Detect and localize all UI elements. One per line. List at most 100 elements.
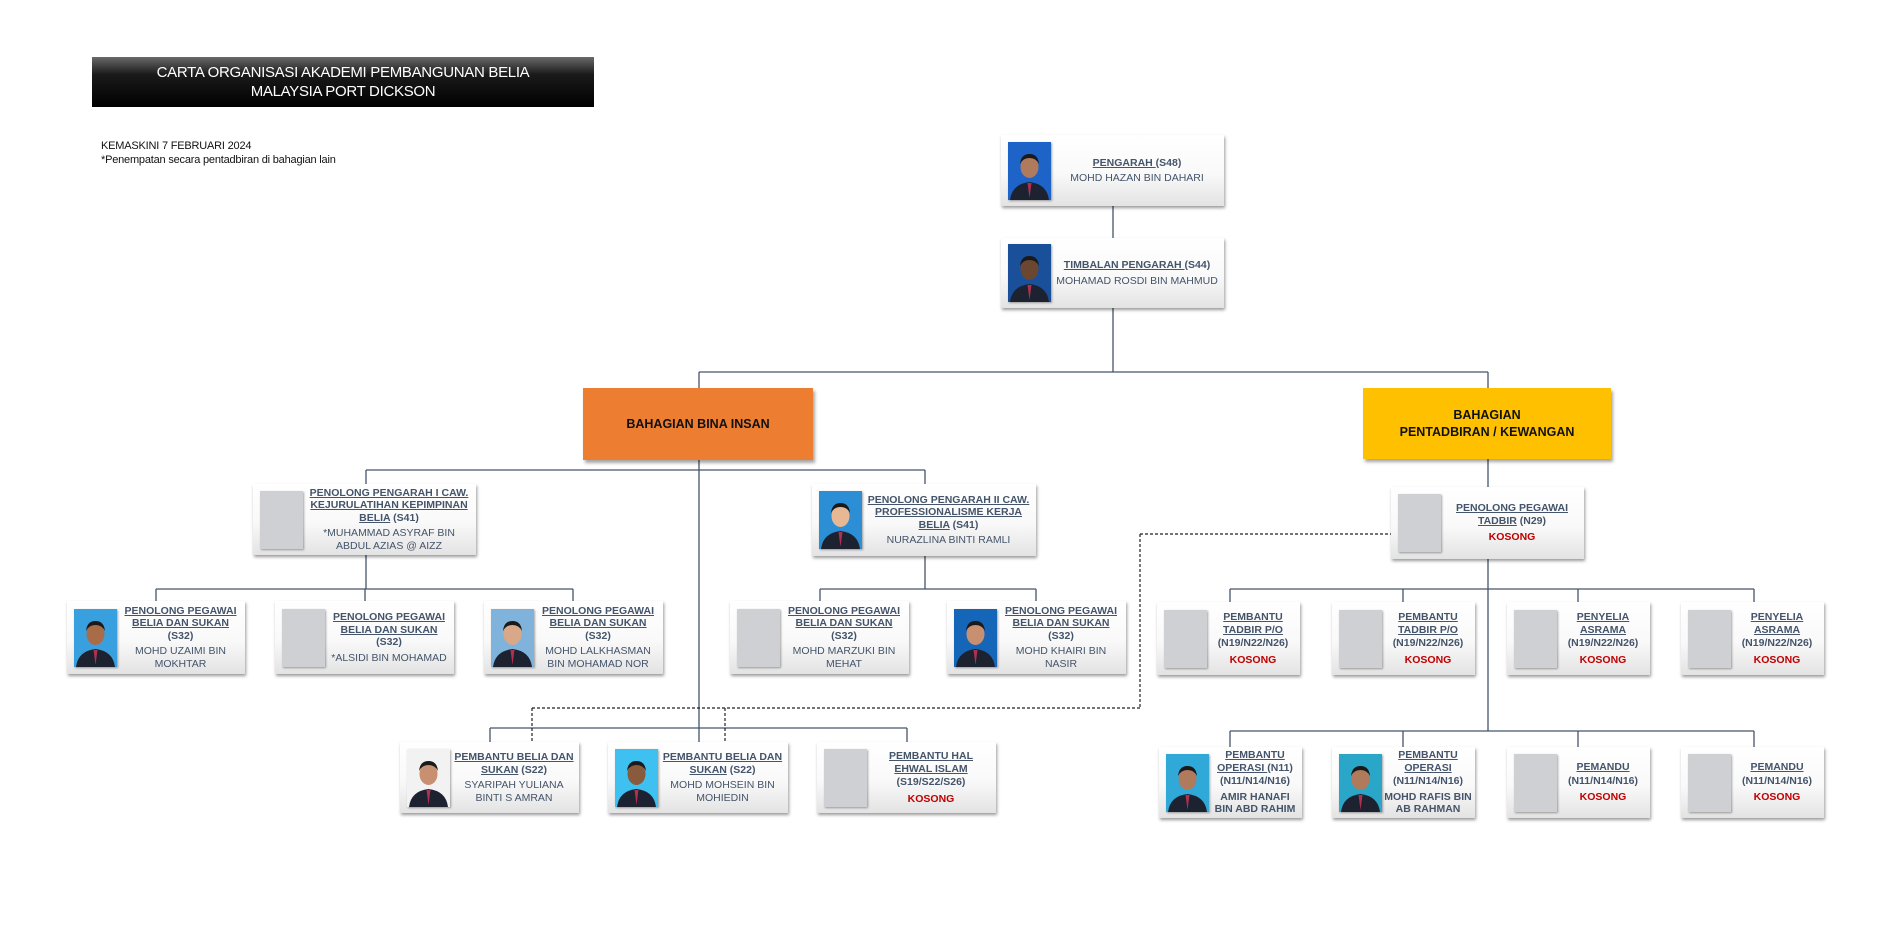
grade-range: (S19/S22/S26) <box>896 776 966 788</box>
position-grade: (N11) <box>1267 761 1293 774</box>
position-title: PENOLONG PEGAWAI BELIA DAN SUKAN (S32) <box>327 611 451 649</box>
position-grade: (S32) <box>167 629 194 642</box>
portrait-photo-icon <box>407 748 450 807</box>
position-title-text: PENYELIA ASRAMA <box>1576 611 1630 636</box>
officer-name: NURAZLINA BINTI RAMLI <box>886 534 1011 546</box>
position-card: PENYELIA ASRAMA(N19/N22/N26) KOSONG <box>1507 602 1650 675</box>
position-grade: (S32) <box>831 629 857 642</box>
position-title: PENOLONG PEGAWAI BELIA DAN SUKAN (S32) <box>782 605 906 643</box>
card-text: PENOLONG PEGAWAI BELIA DAN SUKAN (S32)MO… <box>782 601 906 674</box>
position-title: TIMBALAN PENGARAH (S44) <box>1064 259 1210 272</box>
position-card: PEMBANTU TADBIR P/O(N19/N22/N26)KOSONG <box>1157 602 1300 675</box>
vacant-status: KOSONG <box>907 792 955 805</box>
position-title-text: PENOLONG PEGAWAI BELIA DAN SUKAN <box>124 604 237 630</box>
position-title-text: PEMBANTU BELIA DAN SUKAN <box>454 751 574 776</box>
vacant-status: KOSONG <box>1753 791 1801 804</box>
grade-range: (N11/N14/N16) <box>1219 775 1291 788</box>
chart-title: CARTA ORGANISASI AKADEMI PEMBANGUNAN BEL… <box>92 57 594 107</box>
position-title: PENOLONG PENGARAH I CAW. KEJURULATIHAN K… <box>305 487 473 525</box>
position-card: PENOLONG PEGAWAI BELIA DAN SUKAN (S32) MO… <box>67 601 245 674</box>
photo-placeholder-icon <box>1688 609 1731 668</box>
card-text: PENYELIA ASRAMA(N19/N22/N26) KOSONG <box>1559 602 1647 675</box>
position-title-text: PEMANDU <box>1750 761 1804 774</box>
card-text: PEMBANTU BELIA DAN SUKAN (S22) SYARIPAH Y… <box>452 742 576 813</box>
photo-placeholder-icon <box>737 608 780 667</box>
portrait-photo-icon <box>954 608 997 667</box>
grade-range: (N11/N14/N16) <box>1741 774 1813 787</box>
officer-name: MOHD HAZAN BIN DAHARI <box>1070 172 1204 184</box>
photo-placeholder-icon <box>1514 753 1557 812</box>
portrait-photo-icon <box>74 608 117 667</box>
position-title: PEMBANTU BELIA DAN SUKAN (S22) <box>452 751 576 776</box>
position-title-text: PENOLONG PENGARAH II CAW. PROFESSIONALIS… <box>867 493 1030 531</box>
grade-range: (N11/N14/N16) <box>1392 775 1464 788</box>
position-title-text: PENOLONG PEGAWAI BELIA DAN SUKAN <box>541 604 654 630</box>
grade-range: (N19/N22/N26) <box>1217 637 1289 649</box>
position-card: PENOLONG PEGAWAI BELIA DAN SUKAN (S32)MO… <box>947 601 1126 674</box>
position-card: PEMBANTU HAL EHWAL ISLAM(S19/S22/S26) KOS… <box>817 742 996 813</box>
position-grade: (S22) <box>518 763 547 776</box>
position-title-text: PENOLONG PEGAWAI BELIA DAN SUKAN <box>1004 604 1117 630</box>
card-text: PENOLONG PEGAWAI BELIA DAN SUKAN (S32) MO… <box>119 601 242 674</box>
grade-range: (N11/N14/N16) <box>1567 774 1639 787</box>
chart-title-line2: MALAYSIA PORT DICKSON <box>250 83 436 100</box>
photo-placeholder-icon <box>1514 609 1557 668</box>
card-text: PENOLONG PEGAWAI TADBIR (N29)KOSONG <box>1443 487 1581 559</box>
officer-name: AMIR HANAFI BIN ABD RAHIM <box>1214 790 1296 816</box>
position-card: PENYELIA ASRAMA(N19/N22/N26)KOSONG <box>1681 602 1824 675</box>
position-title: PENOLONG PENGARAH II CAW. PROFESSIONALIS… <box>864 494 1033 532</box>
vacant-status: KOSONG <box>1579 653 1627 666</box>
officer-name: MOHD LALKHASMAN BIN MOHAMAD NOR <box>545 645 651 670</box>
officer-name: MOHAMAD ROSDI BIN MAHMUD <box>1056 274 1218 287</box>
position-grade: (S44) <box>1184 259 1211 271</box>
photo-placeholder-icon <box>282 608 325 667</box>
card-text: PEMANDU(N11/N14/N16)KOSONG <box>1559 747 1647 818</box>
position-title-text: PEMBANTU OPERASI <box>1217 749 1285 774</box>
position-title: PENOLONG PEGAWAI BELIA DAN SUKAN (S32) <box>536 605 660 643</box>
position-title-text: PENOLONG PENGARAH I CAW. KEJURULATIHAN K… <box>309 486 469 524</box>
position-card: PENOLONG PEGAWAI BELIA DAN SUKAN (S32)MO… <box>484 601 663 674</box>
position-title: PEMBANTU HAL EHWAL ISLAM <box>869 750 993 775</box>
position-card: PENOLONG PENGARAH II CAW. PROFESSIONALIS… <box>812 484 1036 556</box>
portrait-photo-icon <box>615 748 658 807</box>
updated-date: KEMASKINI 7 FEBRUARI 2024 <box>101 140 252 152</box>
division-pentadbiran-kewangan: BAHAGIAN PENTADBIRAN / KEWANGAN <box>1363 388 1611 459</box>
vacant-status: KOSONG <box>1579 791 1627 804</box>
grade-range: (N19/N22/N26) <box>1567 637 1639 649</box>
card-text: PENOLONG PENGARAH I CAW. KEJURULATIHAN K… <box>305 484 473 555</box>
officer-name: *ALSIDI BIN MOHAMAD <box>331 651 447 664</box>
position-title-text: PEMBANTU TADBIR P/O <box>1223 611 1283 636</box>
card-text: PENYELIA ASRAMA(N19/N22/N26)KOSONG <box>1733 602 1821 675</box>
officer-name: MOHD RAFIS BIN AB RAHMAN <box>1384 790 1472 816</box>
position-card: PENGARAH (S48)MOHD HAZAN BIN DAHARI <box>1001 135 1224 206</box>
vacant-status: KOSONG <box>1753 653 1801 666</box>
position-title-text: PENYELIA ASRAMA <box>1750 611 1804 636</box>
photo-placeholder-icon <box>1339 609 1382 668</box>
position-title: PEMBANTU OPERASI <box>1384 749 1472 774</box>
position-card: PEMBANTU BELIA DAN SUKAN (S22)MOHD MOHSE… <box>608 742 788 813</box>
position-card: PEMANDU(N11/N14/N16) KOSONG <box>1681 747 1824 818</box>
position-grade: (N29) <box>1516 514 1547 527</box>
officer-name: *MUHAMMAD ASYRAF BIN ABDUL AZIAS @ AIZZ <box>323 527 455 552</box>
chart-title-line1: CARTA ORGANISASI AKADEMI PEMBANGUNAN BEL… <box>156 64 530 81</box>
photo-placeholder-icon <box>260 490 303 549</box>
position-card: PENOLONG PEGAWAI BELIA DAN SUKAN (S32)MO… <box>730 601 909 674</box>
position-title: PEMANDU <box>1750 761 1803 774</box>
position-card: PENOLONG PENGARAH I CAW. KEJURULATIHAN K… <box>253 484 476 555</box>
photo-placeholder-icon <box>824 748 867 807</box>
position-title: PEMBANTU OPERASI (N11) <box>1211 749 1299 774</box>
position-title-text: PEMBANTU TADBIR P/O <box>1398 611 1458 636</box>
portrait-photo-icon <box>491 608 534 667</box>
officer-name: SYARIPAH YULIANA BINTI S AMRAN <box>464 779 564 804</box>
position-title: PENOLONG PEGAWAI TADBIR (N29) <box>1443 502 1581 527</box>
footnote: *Penempatan secara pentadbiran di bahagi… <box>101 154 336 166</box>
card-text: PEMBANTU OPERASI (N11)(N11/N14/N16) AMIR … <box>1211 747 1299 818</box>
officer-name: MOHD KHAIRI BIN NASIR <box>1015 645 1107 670</box>
position-title-text: PEMBANTU OPERASI <box>1398 749 1458 774</box>
officer-name: MOHD UZAIMI BIN MOKHTAR <box>135 645 226 670</box>
portrait-photo-icon <box>819 491 862 549</box>
division-label-line1: BAHAGIAN <box>1453 407 1521 422</box>
vacant-status: KOSONG <box>1404 653 1452 666</box>
card-text: PEMBANTU OPERASI(N11/N14/N16) MOHD RAFIS … <box>1384 747 1472 818</box>
position-title-text: PENGARAH <box>1092 156 1156 169</box>
